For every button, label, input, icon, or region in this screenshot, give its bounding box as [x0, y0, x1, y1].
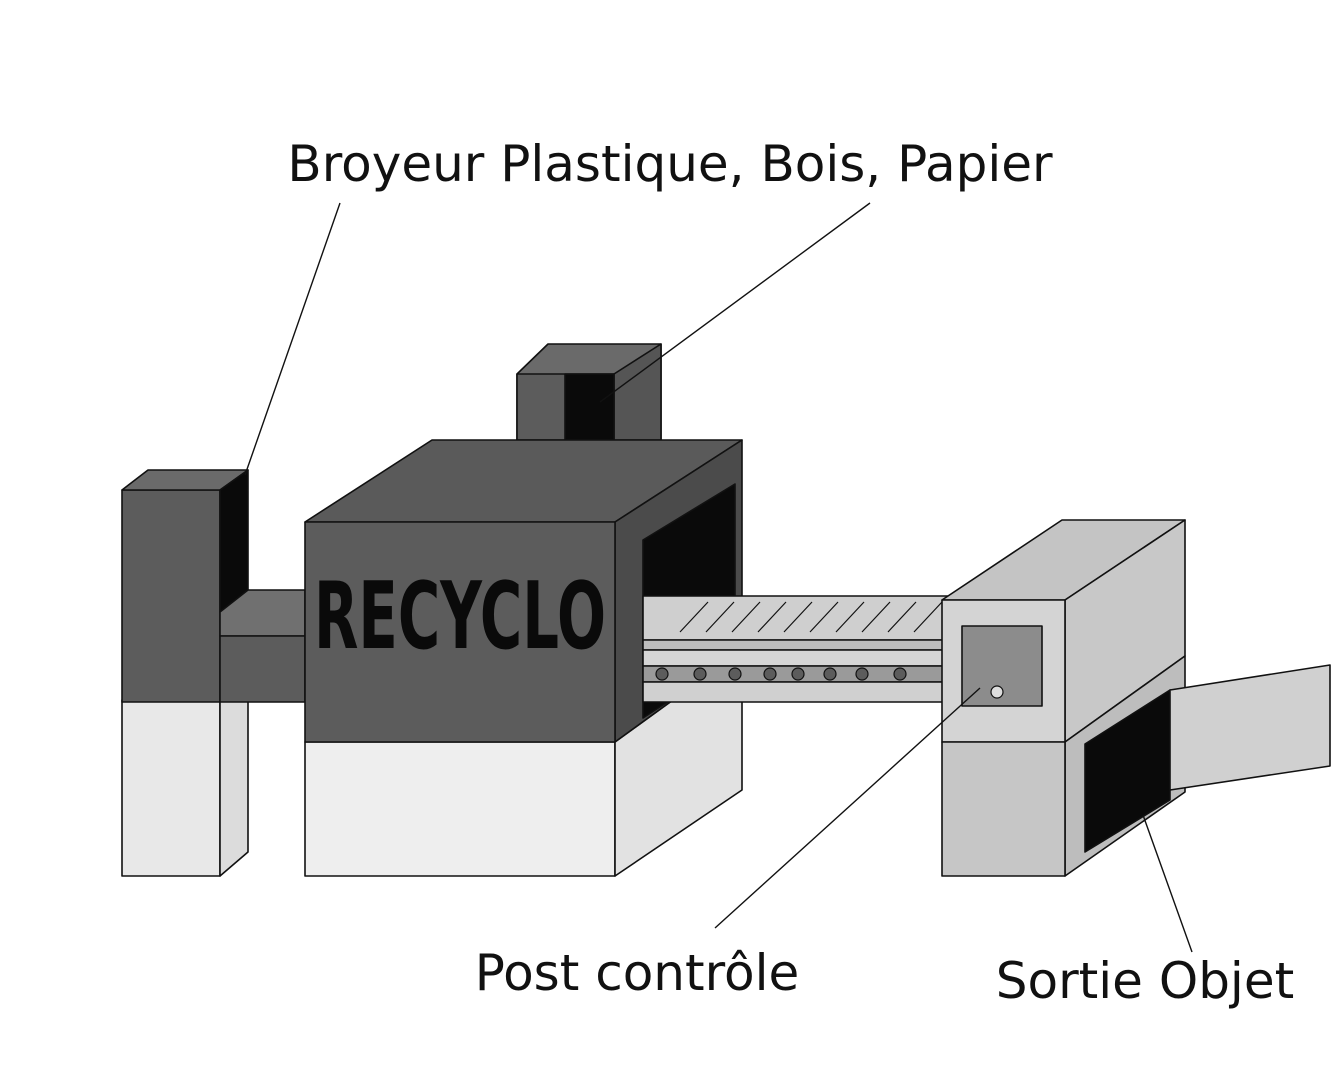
conveyor-rollers — [655, 667, 907, 681]
connecting-duct — [219, 589, 306, 703]
control-output-unit — [941, 519, 1331, 877]
shredder-callout: Broyeur Plastique, Bois, Papier — [287, 135, 1053, 193]
output-callout: Sortie Objet — [996, 952, 1294, 1010]
top-feed-hopper — [516, 343, 662, 441]
left-hopper — [121, 469, 249, 877]
conveyor — [642, 595, 959, 703]
brand-label: RECYCLO — [314, 563, 606, 671]
conveyor-hatching — [679, 601, 943, 633]
control-callout: Post contrôle — [475, 944, 800, 1002]
leader-lines — [244, 202, 1193, 953]
